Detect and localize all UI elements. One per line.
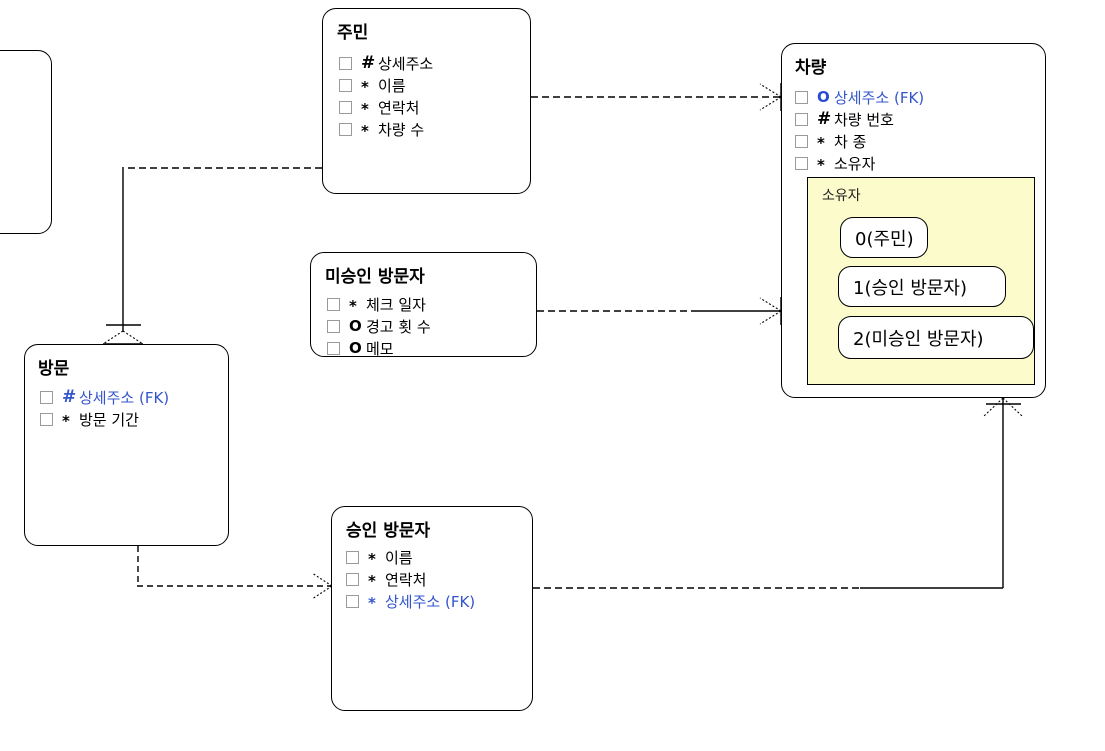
attribute-marker-mandatory-icon: * (361, 121, 369, 140)
attribute-label: 상세주소 (378, 54, 434, 73)
attribute-label: 연락처 (378, 98, 420, 117)
entity-bangmun-attributes: # 상세주소 (FK) * 방문 기간 (40, 386, 169, 430)
entity-bangmun-title: 방문 (38, 359, 70, 379)
attribute-row[interactable]: O 메모 (327, 337, 431, 359)
entity-bangmun[interactable]: 방문 # 상세주소 (FK) * 방문 기간 (24, 344, 229, 546)
attribute-checkbox[interactable] (795, 90, 808, 104)
attribute-label: 상세주소 (FK) (79, 388, 170, 407)
attribute-checkbox[interactable] (327, 319, 340, 333)
attribute-label: 차 종 (834, 132, 867, 151)
attribute-marker-mandatory-icon: * (361, 99, 369, 118)
attribute-marker-mandatory-icon: * (368, 549, 376, 568)
subtype-group-soyuja[interactable]: 소유자 0(주민) 1(승인 방문자) 2(미승인 방문자) (807, 177, 1035, 385)
attribute-checkbox[interactable] (346, 550, 359, 564)
attribute-marker-mandatory-icon: * (62, 411, 70, 430)
entity-partial-left[interactable] (0, 50, 52, 234)
attribute-marker-mandatory-icon: * (361, 77, 369, 96)
attribute-marker-mandatory-icon: * (368, 593, 376, 612)
subtype-item-2[interactable]: 2(미승인 방문자) (838, 316, 1034, 359)
attribute-row[interactable]: * 차 종 (795, 130, 924, 152)
entity-jumin-attributes: # 상세주소 * 이름 * 연락처 * 차량 수 (339, 52, 433, 140)
entity-charyang-attributes: O 상세주소 (FK) # 차량 번호 * 차 종 * 소유자 (795, 86, 924, 174)
attribute-row[interactable]: * 이름 (346, 546, 475, 568)
attribute-checkbox[interactable] (795, 156, 808, 170)
attribute-label: 체크 일자 (366, 295, 426, 314)
attribute-row[interactable]: * 연락처 (339, 96, 433, 118)
entity-sungin-bangmunja-title: 승인 방문자 (346, 521, 431, 541)
attribute-label: 상세주소 (FK) (834, 88, 925, 107)
attribute-row[interactable]: * 차량 수 (339, 118, 433, 140)
attribute-checkbox[interactable] (327, 297, 340, 311)
attribute-marker-mandatory-icon: * (817, 155, 825, 174)
attribute-checkbox[interactable] (40, 390, 53, 404)
attribute-row[interactable]: O 경고 횟 수 (327, 315, 431, 337)
attribute-checkbox[interactable] (339, 56, 352, 70)
attribute-label: 소유자 (834, 154, 876, 173)
attribute-checkbox[interactable] (795, 112, 808, 126)
attribute-checkbox[interactable] (339, 100, 352, 114)
attribute-label: 차량 번호 (834, 110, 894, 129)
attribute-row[interactable]: * 연락처 (346, 568, 475, 590)
entity-misungin-bangmunja-attributes: * 체크 일자 O 경고 횟 수 O 메모 (327, 293, 431, 359)
attribute-marker-primary-key-icon: # (62, 386, 77, 407)
attribute-label: 이름 (378, 76, 406, 95)
entity-charyang-title: 차량 (795, 58, 827, 78)
attribute-label: 방문 기간 (79, 410, 139, 429)
relationship-jumin-charyang (531, 83, 782, 111)
attribute-row[interactable]: * 상세주소 (FK) (346, 590, 475, 612)
attribute-row[interactable]: * 소유자 (795, 152, 924, 174)
relationship-sungin-charyang (533, 397, 1023, 589)
attribute-row[interactable]: # 상세주소 (FK) (40, 386, 169, 408)
subtype-item-0[interactable]: 0(주민) (840, 217, 928, 258)
attribute-marker-primary-key-icon: # (361, 52, 376, 73)
entity-jumin[interactable]: 주민 # 상세주소 * 이름 * 연락처 * 차량 수 (322, 8, 531, 194)
attribute-row[interactable]: O 상세주소 (FK) (795, 86, 924, 108)
attribute-label: 경고 횟 수 (366, 317, 431, 336)
attribute-row[interactable]: # 차량 번호 (795, 108, 924, 130)
attribute-marker-primary-key-icon: # (817, 108, 832, 129)
relationship-jumin-bangmun (102, 167, 322, 345)
attribute-marker-optional-icon: O (349, 316, 362, 335)
attribute-row[interactable]: * 이름 (339, 74, 433, 96)
attribute-checkbox[interactable] (327, 341, 340, 355)
attribute-checkbox[interactable] (346, 594, 359, 608)
attribute-label: 이름 (385, 548, 413, 567)
attribute-marker-mandatory-icon: * (349, 296, 357, 315)
entity-jumin-title: 주민 (337, 23, 369, 43)
entity-sungin-bangmunja[interactable]: 승인 방문자 * 이름 * 연락처 * 상세주소 (FK) (331, 506, 533, 711)
attribute-row[interactable]: # 상세주소 (339, 52, 433, 74)
subtype-item-1[interactable]: 1(승인 방문자) (838, 266, 1006, 307)
subtype-group-title: 소유자 (822, 188, 861, 204)
attribute-label: 연락처 (385, 570, 427, 589)
entity-charyang[interactable]: 차량 O 상세주소 (FK) # 차량 번호 * 차 종 * 소유자 (781, 43, 1046, 398)
attribute-label: 메모 (366, 339, 394, 358)
attribute-marker-mandatory-icon: * (817, 133, 825, 152)
attribute-checkbox[interactable] (346, 572, 359, 586)
attribute-row[interactable]: * 방문 기간 (40, 408, 169, 430)
attribute-marker-optional-icon: O (817, 87, 830, 106)
attribute-marker-optional-icon: O (349, 338, 362, 357)
attribute-checkbox[interactable] (795, 134, 808, 148)
attribute-marker-mandatory-icon: * (368, 571, 376, 590)
entity-sungin-bangmunja-attributes: * 이름 * 연락처 * 상세주소 (FK) (346, 546, 475, 612)
entity-misungin-bangmunja-title: 미승인 방문자 (325, 267, 425, 287)
relationship-bangmun-sungin (137, 546, 333, 600)
attribute-label: 차량 수 (378, 120, 425, 139)
relationship-misungin-charyang (537, 297, 782, 325)
attribute-checkbox[interactable] (40, 412, 53, 426)
attribute-checkbox[interactable] (339, 78, 352, 92)
attribute-row[interactable]: * 체크 일자 (327, 293, 431, 315)
attribute-checkbox[interactable] (339, 122, 352, 136)
entity-misungin-bangmunja[interactable]: 미승인 방문자 * 체크 일자 O 경고 횟 수 O 메모 (310, 252, 537, 359)
attribute-label: 상세주소 (FK) (385, 592, 476, 611)
